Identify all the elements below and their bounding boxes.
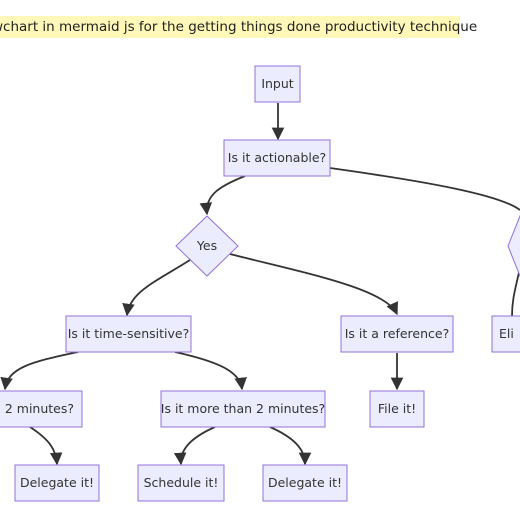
node-yes-decision: Yes [175,215,239,277]
node-input: Input [254,65,301,103]
node-no-decision-partial [507,214,520,278]
node-schedule: Schedule it! [137,464,225,502]
node-schedule-label: Schedule it! [144,475,219,490]
edge-right-delegate [269,426,312,466]
edge-timesensitive-left [0,351,79,391]
node-input-label: Input [261,76,293,91]
edge-actionable-yes [199,175,246,216]
edge-yes-timesensitive [122,259,191,317]
edge-left-delegate [29,426,63,466]
node-delegate-right: Delegate it! [262,464,348,502]
node-eliminate: Eli [491,315,520,353]
node-time-sensitive-label: Is it time-sensitive? [68,326,189,341]
node-file: File it! [369,390,425,428]
node-left-2min-label: an 2 minutes? [0,401,74,416]
node-left-2min: an 2 minutes? [0,390,83,428]
node-right-2min-label: Is it more than 2 minutes? [161,401,325,416]
node-time-sensitive: Is it time-sensitive? [65,315,192,353]
node-delegate-left: Delegate it! [14,464,100,502]
node-yes-label: Yes [196,238,217,253]
node-reference: Is it a reference? [340,315,454,353]
edges [0,103,520,466]
node-actionable: Is it actionable? [223,139,331,177]
edge-timesensitive-right [174,351,247,391]
edge-no-eliminate [511,267,520,317]
node-reference-label: Is it a reference? [345,326,449,341]
diagram-caption: wchart in mermaid js for the getting thi… [0,19,478,35]
node-delegate-left-label: Delegate it! [20,475,94,490]
caption-highlight [0,16,460,38]
edge-right-schedule [173,426,216,466]
node-delegate-right-label: Delegate it! [268,475,342,490]
node-right-2min: Is it more than 2 minutes? [160,390,326,428]
edge-actionable-no [329,167,520,211]
edge-yes-reference [229,253,398,316]
node-actionable-label: Is it actionable? [228,150,326,165]
node-eliminate-label: Eli [499,326,514,341]
node-file-label: File it! [378,401,416,416]
